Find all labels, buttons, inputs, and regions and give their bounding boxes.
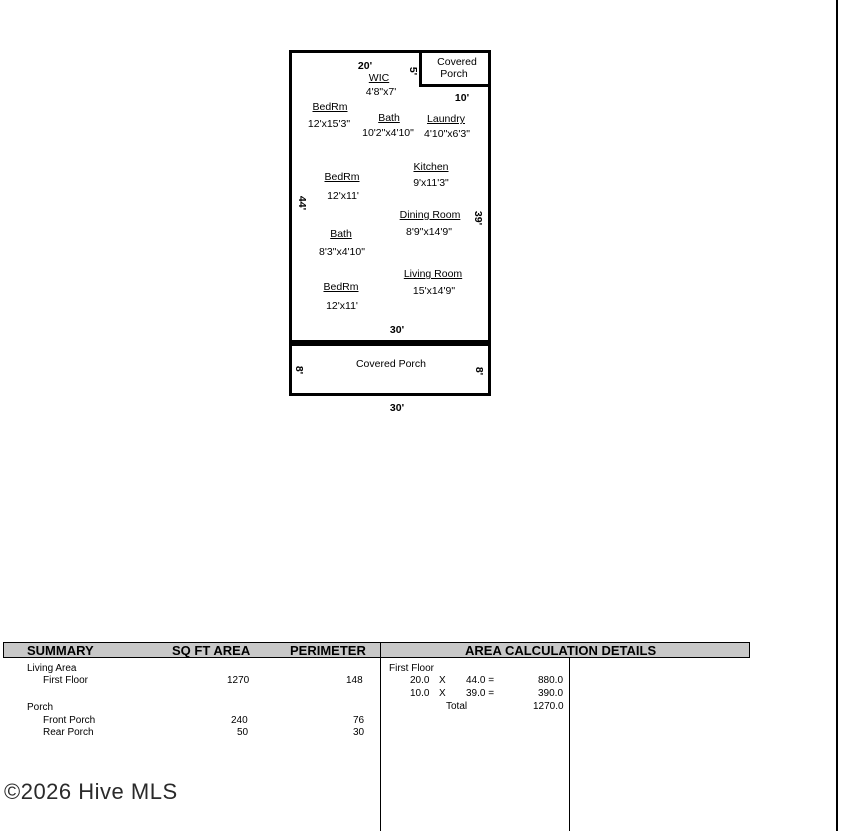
- room-wic-size: 4'8"x7': [365, 86, 397, 98]
- room-bedrm1-size: 12'x15'3": [307, 118, 351, 130]
- front-porch-label: Front Porch: [43, 715, 96, 726]
- header-area-calc-details: AREA CALCULATION DETAILS: [465, 643, 657, 658]
- header-sqft-area: SQ FT AREA: [172, 643, 251, 658]
- dim-bottom-width: 30': [389, 402, 405, 414]
- details-row-1-x: X: [439, 675, 446, 686]
- room-laundry-name: Laundry: [427, 113, 465, 125]
- dim-right-height: 39': [472, 210, 484, 226]
- porch-label: Porch: [27, 702, 54, 713]
- watermark: ©2026 Hive MLS: [4, 779, 178, 804]
- details-row-2-x: X: [439, 688, 446, 699]
- dim-top-width: 20': [357, 60, 373, 72]
- front-porch-area: 240: [231, 715, 248, 726]
- details-row-1-b: 44.0 =: [466, 675, 495, 686]
- divider-details-right: [569, 658, 570, 831]
- room-bedrm3-name: BedRm: [323, 281, 359, 293]
- details-total-label: Total: [446, 701, 468, 712]
- divider-summary-details: [380, 658, 381, 831]
- room-covered-porch-top-line2: Porch: [440, 68, 468, 80]
- dim-mid-width: 30': [389, 324, 405, 336]
- room-dining-name: Dining Room: [399, 209, 461, 221]
- room-living-size: 15'x14'9": [412, 285, 456, 297]
- bottom-porch-outline: [289, 340, 491, 396]
- details-row-2-result: 390.0: [538, 688, 564, 699]
- dim-porch-right: 8': [473, 366, 485, 376]
- room-bedrm2-name: BedRm: [324, 171, 360, 183]
- dim-porch-left: 8': [293, 365, 305, 375]
- details-row-2-a: 10.0: [410, 688, 430, 699]
- details-row-1-result: 880.0: [538, 675, 564, 686]
- living-area-label: Living Area: [27, 663, 77, 674]
- first-floor-perimeter: 148: [346, 675, 363, 686]
- dim-porch-small-width: 10': [454, 92, 470, 104]
- header-perimeter: PERIMETER: [290, 643, 366, 658]
- room-bath1-name: Bath: [378, 112, 400, 124]
- room-laundry-size: 4'10"x6'3": [424, 128, 470, 140]
- page-right-border: [836, 0, 838, 831]
- dim-wic-offset: 5': [407, 66, 419, 76]
- room-living-name: Living Room: [403, 268, 463, 280]
- first-floor-area: 1270: [227, 675, 250, 686]
- dim-left-height: 44': [296, 195, 308, 211]
- rear-porch-perimeter: 30: [353, 727, 365, 738]
- details-header-bar: [380, 642, 750, 658]
- details-row-2-b: 39.0 =: [466, 688, 495, 699]
- rear-porch-area: 50: [237, 727, 249, 738]
- details-row-1-a: 20.0: [410, 675, 430, 686]
- first-floor-label: First Floor: [43, 675, 88, 686]
- room-bath2-size: 8'3"x4'10": [319, 246, 365, 258]
- details-total-value: 1270.0: [533, 701, 564, 712]
- details-first-floor-label: First Floor: [389, 663, 434, 674]
- room-wic-name: WIC: [368, 72, 390, 84]
- front-porch-perimeter: 76: [353, 715, 365, 726]
- room-kitchen-name: Kitchen: [413, 161, 449, 173]
- rear-porch-label: Rear Porch: [43, 727, 94, 738]
- header-summary: SUMMARY: [27, 643, 94, 658]
- room-bedrm3-size: 12'x11': [326, 300, 358, 312]
- room-bath1-size: 10'2"x4'10": [362, 127, 414, 139]
- room-kitchen-size: 9'x11'3": [413, 177, 449, 189]
- main-house-outline: [289, 50, 491, 346]
- room-bedrm1-name: BedRm: [312, 101, 348, 113]
- room-dining-size: 8'9"x14'9": [406, 226, 452, 238]
- room-bath2-name: Bath: [330, 228, 352, 240]
- top-porch-outline: [419, 50, 491, 87]
- room-bedrm2-size: 12'x11': [327, 190, 359, 202]
- floor-plan: 20' 5' Covered Porch 10' WIC 4'8"x7' Bed…: [289, 50, 491, 414]
- room-covered-porch-bottom: Covered Porch: [355, 358, 427, 370]
- room-covered-porch-top-line1: Covered: [437, 56, 477, 68]
